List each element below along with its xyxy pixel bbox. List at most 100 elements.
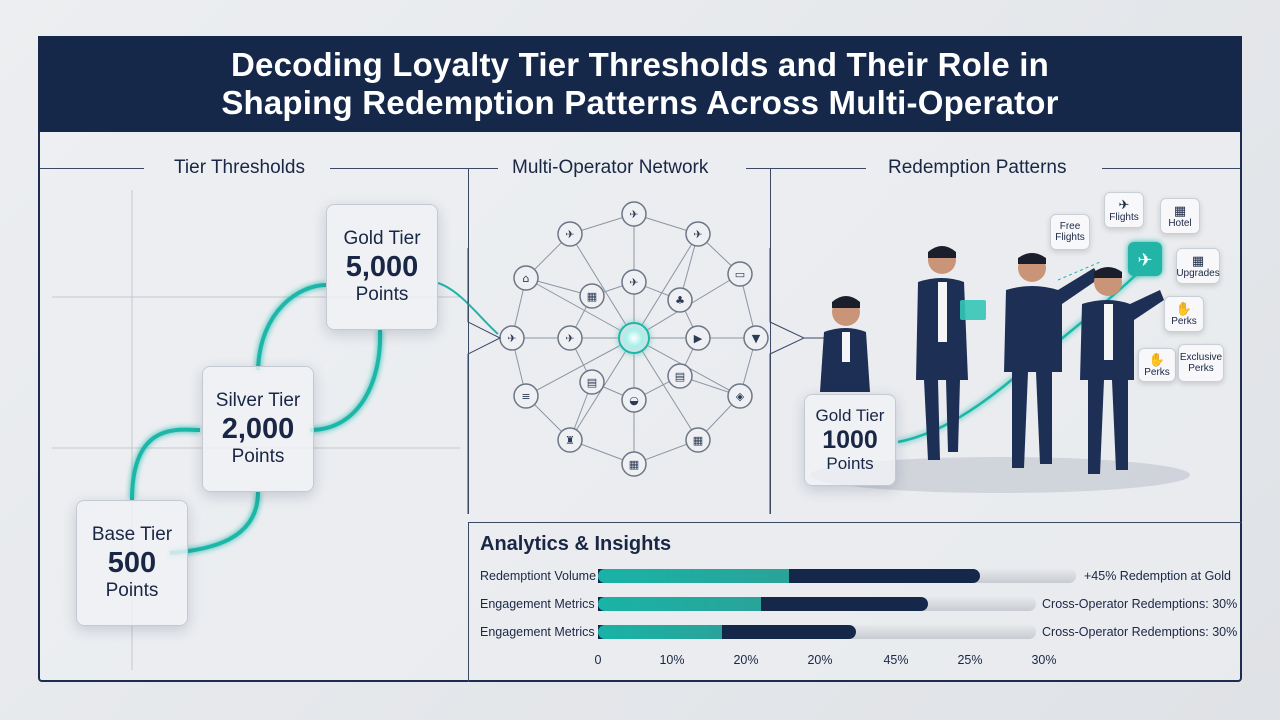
title-banner: Decoding Loyalty Tier Thresholds and The…	[38, 36, 1242, 132]
plane-icon: ✈ ✈ ✈ ✈ ✈ ▼ ⌂ ▭ ◈ ▦ ▦ ♜ ≡ ▦ ♣ ▶ ▤ ◒ ▤ ✈	[507, 208, 760, 471]
svg-text:≡: ≡	[521, 390, 530, 403]
x-tick-label: 0	[594, 653, 602, 667]
divider-left	[468, 168, 469, 514]
tier-name: Gold Tier	[343, 228, 421, 249]
person-figure	[916, 246, 986, 460]
reward-tile-label: Upgrades	[1176, 267, 1220, 279]
reward-tile-upgrades: ▦ Upgrades	[1176, 248, 1220, 284]
analytics-row-note: +45% Redemption at Gold	[1084, 569, 1231, 583]
network-nodes	[499, 201, 769, 477]
reward-tile-perks: ✋ Perks	[1164, 296, 1204, 332]
tier-card-base: Base Tier 500 Points	[76, 500, 188, 626]
rule	[330, 168, 468, 169]
divider-right	[770, 168, 771, 514]
tier-value: 500	[107, 547, 157, 579]
section-title-redemption: Redemption Patterns	[888, 157, 1067, 178]
person-figure	[820, 296, 870, 392]
divider-analytics-left	[468, 522, 469, 682]
bar-segment-teal	[598, 625, 723, 639]
hotel-icon: ▦	[1173, 202, 1187, 218]
section-title-tier-thresholds: Tier Thresholds	[174, 157, 305, 178]
ticket-icon	[960, 300, 986, 320]
x-tick-label: 10%	[659, 653, 685, 667]
svg-text:✈: ✈	[507, 332, 516, 345]
tier-unit: Points	[355, 284, 409, 305]
analytics-row-label: Redemptiont Volume	[480, 569, 597, 583]
redemption-tier-card: Gold Tier 1000 Points	[804, 394, 896, 486]
svg-text:♜: ♜	[565, 434, 575, 447]
svg-text:✈: ✈	[629, 276, 638, 289]
svg-text:▤: ▤	[675, 370, 685, 383]
analytics-row-label: Engagement Metrics	[480, 625, 595, 639]
tier-unit: Points	[826, 454, 874, 473]
title-line-1: Decoding Loyalty Tier Thresholds and The…	[230, 46, 1050, 83]
tier-progress-curve	[130, 283, 383, 555]
reward-tile-label: Exclusive Perks	[1179, 352, 1223, 374]
tier-name: Base Tier	[91, 524, 173, 545]
tier-card-silver: Silver Tier 2,000 Points	[202, 366, 314, 492]
tier-unit: Points	[105, 580, 159, 601]
chevron-arrow-right	[769, 248, 806, 514]
reward-tile-exclusive-perks: Exclusive Perks	[1178, 344, 1224, 382]
x-tick-label: 30%	[1031, 653, 1057, 667]
person-figure	[1080, 267, 1164, 474]
analytics-title: Analytics & Insights	[480, 533, 672, 555]
bar-segment-teal	[598, 569, 790, 583]
tier-to-network-link	[437, 282, 499, 335]
svg-text:✈: ✈	[629, 208, 638, 221]
svg-text:▦: ▦	[587, 290, 597, 303]
svg-text:♣: ♣	[675, 294, 685, 307]
network-hub	[618, 322, 650, 354]
tier-value: 5,000	[345, 251, 419, 283]
handshake-icon: ✋	[1148, 351, 1166, 367]
svg-text:✈: ✈	[565, 228, 574, 241]
section-title-network: Multi-Operator Network	[512, 157, 709, 178]
x-tick-label: 25%	[957, 653, 983, 667]
tier-name: Gold Tier	[815, 406, 885, 425]
bar-segment-teal	[598, 597, 761, 611]
tier-name: Silver Tier	[215, 390, 301, 411]
tier-unit: Points	[231, 446, 285, 467]
plane-icon: ✈	[1137, 250, 1152, 271]
analytics-row-note: Cross-Operator Redemptions: 30%	[1042, 597, 1238, 611]
reward-tile-label: Flights	[1109, 211, 1139, 223]
rule	[746, 168, 866, 169]
building-icon: ▦	[1191, 252, 1205, 268]
person-figure	[1004, 253, 1100, 468]
svg-text:◒: ◒	[629, 394, 639, 407]
svg-text:◈: ◈	[736, 390, 745, 403]
tier-card-gold: Gold Tier 5,000 Points	[326, 204, 438, 330]
svg-text:▭: ▭	[735, 268, 745, 281]
x-tick-label: 20%	[807, 653, 833, 667]
svg-text:▦: ▦	[629, 458, 639, 471]
analytics-row-label: Engagement Metrics	[480, 597, 595, 611]
rule	[40, 168, 144, 169]
reward-tile-flights: ✈ Flights	[1104, 192, 1144, 228]
svg-text:▦: ▦	[693, 434, 703, 447]
rule	[1102, 168, 1240, 169]
reward-tile-label: Perks	[1144, 366, 1170, 378]
tier-value: 2,000	[221, 413, 295, 445]
divider-analytics	[468, 522, 1242, 523]
highlighted-plane-tile	[1128, 242, 1162, 276]
svg-text:▶: ▶	[694, 332, 703, 345]
reward-tile-free-flights: Free Flights	[1050, 214, 1090, 250]
reward-tile-label: Free Flights	[1055, 221, 1085, 243]
svg-text:⌂: ⌂	[523, 272, 530, 285]
x-tick-label: 45%	[883, 653, 909, 667]
tier-value: 1000	[822, 426, 878, 454]
svg-text:✈: ✈	[693, 228, 702, 241]
chevron-arrow-left	[467, 248, 502, 514]
svg-text:▼: ▼	[752, 332, 761, 345]
reward-tile-perks-2: ✋ Perks	[1138, 348, 1176, 382]
svg-text:▤: ▤	[587, 376, 597, 389]
plane-icon: ✈	[1118, 196, 1130, 212]
reward-tile-hotel: ▦ Hotel	[1160, 198, 1200, 234]
svg-text:✈: ✈	[565, 332, 574, 345]
analytics-row-note: Cross-Operator Redemptions: 30%	[1042, 625, 1238, 639]
x-tick-label: 20%	[733, 653, 759, 667]
reward-tile-label: Hotel	[1168, 217, 1192, 229]
rule	[468, 168, 498, 169]
reward-tile-label: Perks	[1171, 315, 1197, 327]
